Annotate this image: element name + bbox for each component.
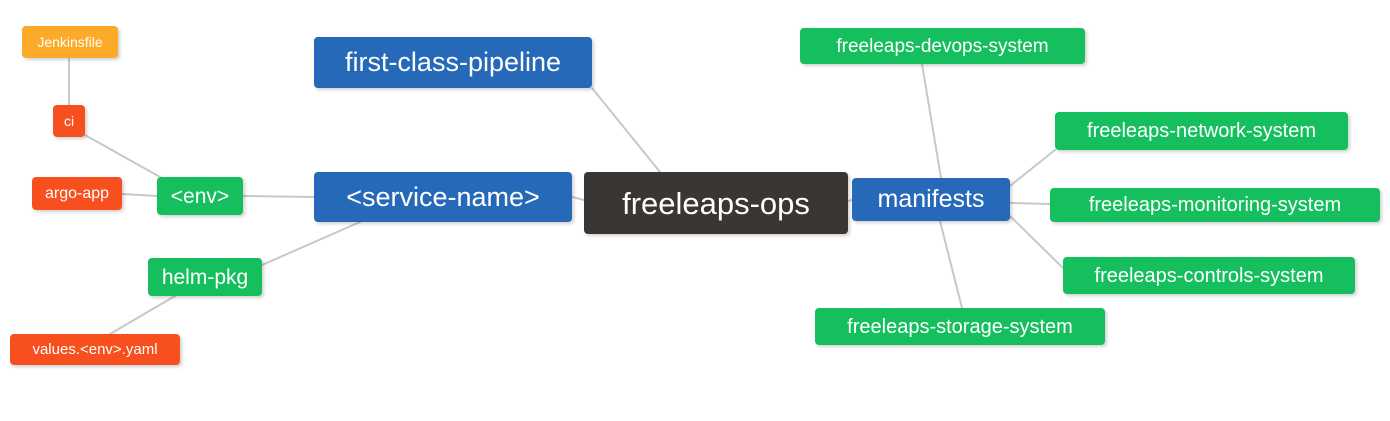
edge-manifests-to-network-system <box>1009 149 1056 187</box>
edge-values-yaml-to-helm-pkg <box>109 295 176 335</box>
node-values-yaml[interactable]: values.<env>.yaml <box>10 334 180 365</box>
node-network-system[interactable]: freeleaps-network-system <box>1055 112 1348 150</box>
edge-helm-pkg-to-service-name <box>261 221 361 266</box>
edge-manifests-to-devops-system <box>921 63 942 179</box>
node-argo-app[interactable]: argo-app <box>32 177 122 210</box>
node-service-name[interactable]: <service-name> <box>314 172 572 222</box>
node-helm-pkg[interactable]: helm-pkg <box>148 258 262 296</box>
edge-service-name-to-freeleaps-ops <box>571 196 585 201</box>
node-freeleaps-ops[interactable]: freeleaps-ops <box>584 172 848 234</box>
edge-argo-app-to-env <box>121 193 158 197</box>
edge-first-class-pipeline-to-freeleaps-ops <box>591 87 661 173</box>
edge-env-to-service-name <box>242 195 315 198</box>
edge-manifests-to-controls-system <box>1009 215 1064 269</box>
node-manifests[interactable]: manifests <box>852 178 1010 221</box>
edge-manifests-to-monitoring-system <box>1009 202 1051 205</box>
node-first-class-pipeline[interactable]: first-class-pipeline <box>314 37 592 88</box>
node-jenkinsfile[interactable]: Jenkinsfile <box>22 26 118 58</box>
edge-manifests-to-storage-system <box>939 220 963 309</box>
node-devops-system[interactable]: freeleaps-devops-system <box>800 28 1085 64</box>
node-controls-system[interactable]: freeleaps-controls-system <box>1063 257 1355 294</box>
node-env[interactable]: <env> <box>157 177 243 215</box>
edge-ci-to-env <box>84 134 161 178</box>
node-monitoring-system[interactable]: freeleaps-monitoring-system <box>1050 188 1380 222</box>
node-ci[interactable]: ci <box>53 105 85 137</box>
node-storage-system[interactable]: freeleaps-storage-system <box>815 308 1105 345</box>
